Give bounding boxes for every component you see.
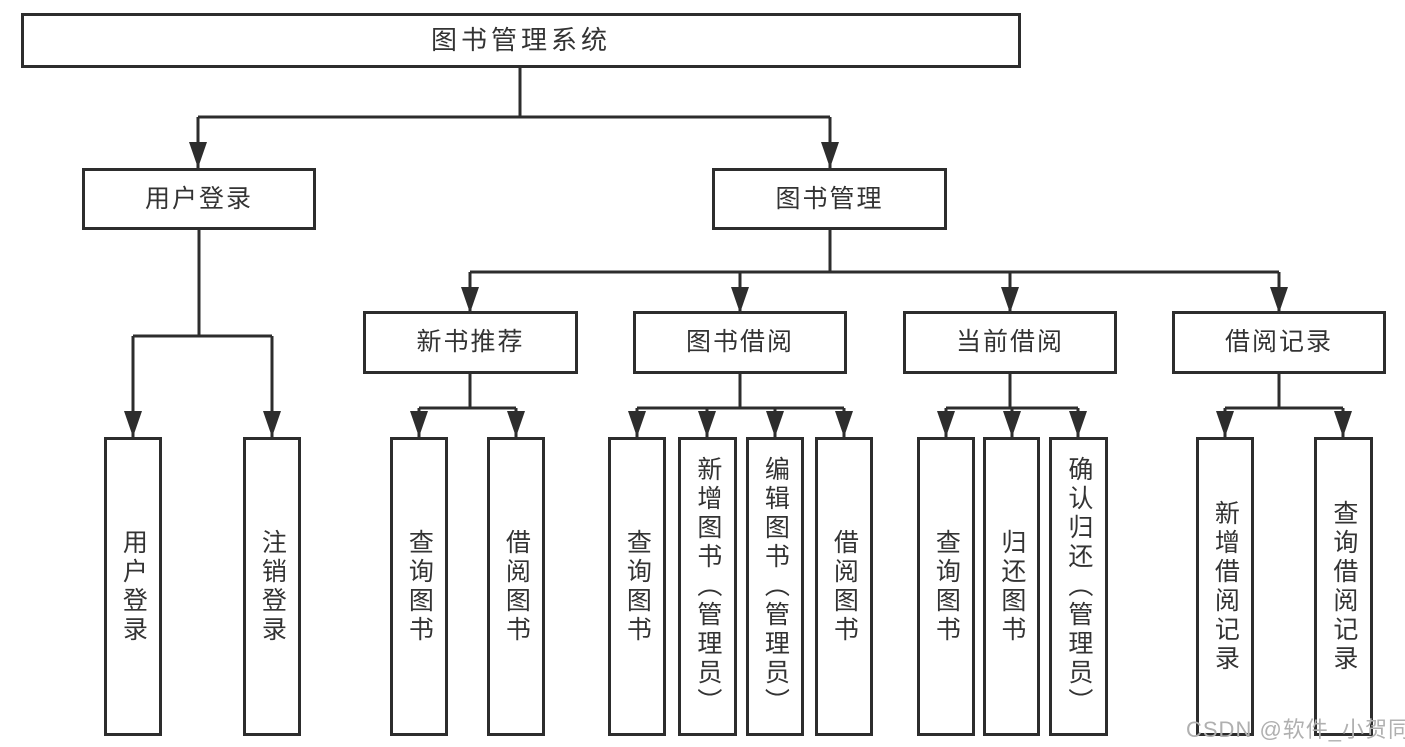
leaf-bb-borrow-books: 借阅图书 xyxy=(815,437,873,736)
leaf-cb-confirm-return-admin: 确认归还（管理员） xyxy=(1049,437,1108,736)
node-new-book-recommend: 新书推荐 xyxy=(363,311,578,374)
connector-userlogin-to-leaves xyxy=(124,230,281,437)
leaf-cb-return-books: 归还图书 xyxy=(983,437,1040,736)
leaf-bb-add-books-admin: 新增图书（管理员） xyxy=(678,437,737,736)
node-borrowing-records: 借阅记录 xyxy=(1172,311,1386,374)
node-book-borrowing: 图书借阅 xyxy=(633,311,847,374)
leaf-bb-query-books: 查询图书 xyxy=(608,437,666,736)
leaf-nbr-borrow-books: 借阅图书 xyxy=(487,437,545,736)
leaf-br-query-record: 查询借阅记录 xyxy=(1314,437,1373,736)
connector-newbook-to-leaves xyxy=(410,374,525,437)
node-current-borrowing: 当前借阅 xyxy=(903,311,1117,374)
connector-current-to-leaves xyxy=(937,374,1087,437)
node-user-login: 用户登录 xyxy=(82,168,316,230)
leaf-cb-query-books: 查询图书 xyxy=(917,437,975,736)
leaf-bb-edit-books-admin: 编辑图书（管理员） xyxy=(746,437,804,736)
connector-records-to-leaves xyxy=(1216,374,1352,437)
node-book-management: 图书管理 xyxy=(712,168,947,230)
csdn-watermark: CSDN @软件_小贺同学 xyxy=(1186,717,1405,742)
connector-borrowing-to-leaves xyxy=(628,374,853,437)
leaf-br-add-record: 新增借阅记录 xyxy=(1196,437,1254,736)
connector-bookmgmt-to-level3 xyxy=(461,230,1288,313)
connector-root-to-level2 xyxy=(189,68,839,168)
leaf-logout: 注销登录 xyxy=(243,437,301,736)
leaf-user-login: 用户登录 xyxy=(104,437,162,736)
leaf-nbr-query-books: 查询图书 xyxy=(390,437,448,736)
node-library-management-system: 图书管理系统 xyxy=(21,13,1021,68)
